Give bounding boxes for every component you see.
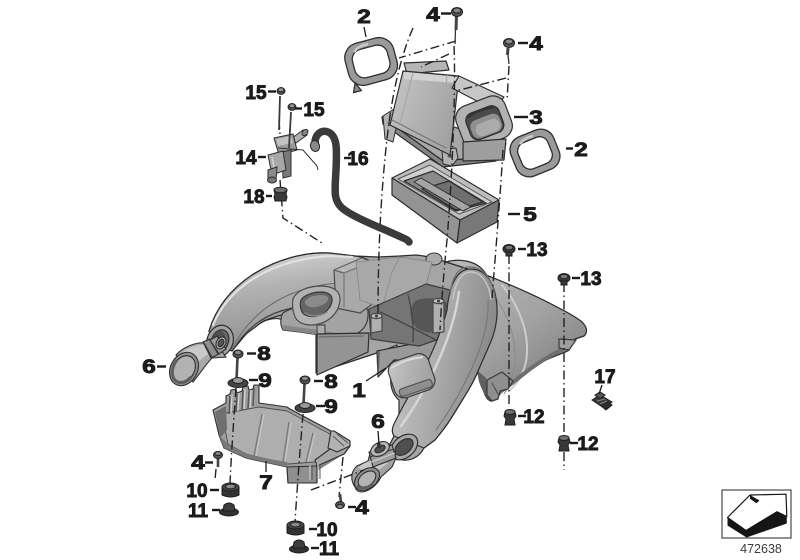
svg-text:472638: 472638 xyxy=(740,542,782,556)
svg-text:4: 4 xyxy=(191,453,205,474)
svg-text:12: 12 xyxy=(523,407,544,428)
svg-text:11: 11 xyxy=(188,501,209,522)
svg-text:18: 18 xyxy=(243,187,264,208)
svg-text:11: 11 xyxy=(319,539,340,560)
svg-text:15: 15 xyxy=(245,83,267,104)
svg-text:13: 13 xyxy=(526,240,547,261)
svg-text:16: 16 xyxy=(347,149,368,170)
svg-text:2: 2 xyxy=(357,7,371,28)
svg-text:10: 10 xyxy=(186,481,207,502)
svg-text:4: 4 xyxy=(426,5,440,26)
svg-text:6: 6 xyxy=(371,412,385,433)
svg-text:3: 3 xyxy=(529,108,543,129)
svg-text:8: 8 xyxy=(324,372,338,393)
svg-text:8: 8 xyxy=(257,344,271,365)
svg-text:4: 4 xyxy=(529,34,543,55)
svg-text:14: 14 xyxy=(235,148,257,169)
svg-text:13: 13 xyxy=(580,269,601,290)
svg-text:10: 10 xyxy=(316,520,337,541)
svg-text:9: 9 xyxy=(324,397,338,418)
svg-text:2: 2 xyxy=(574,140,588,161)
svg-text:12: 12 xyxy=(577,434,598,455)
svg-text:17: 17 xyxy=(594,367,615,388)
svg-text:9: 9 xyxy=(258,371,272,392)
svg-text:1: 1 xyxy=(352,381,366,402)
svg-text:7: 7 xyxy=(259,473,273,494)
svg-text:15: 15 xyxy=(303,100,325,121)
svg-text:4: 4 xyxy=(355,498,369,519)
svg-text:5: 5 xyxy=(523,205,537,226)
svg-text:6: 6 xyxy=(142,357,156,378)
